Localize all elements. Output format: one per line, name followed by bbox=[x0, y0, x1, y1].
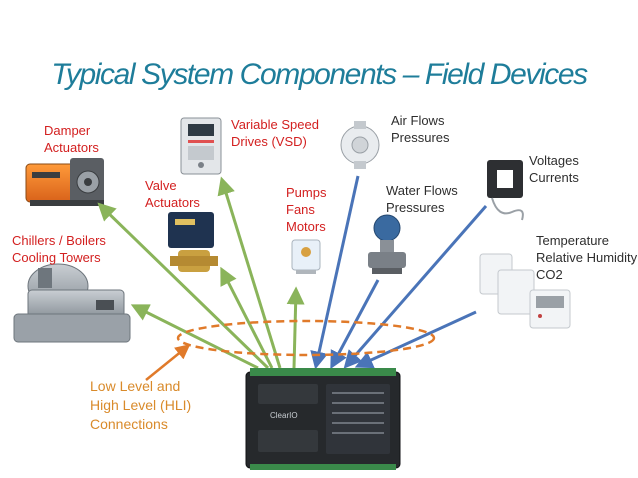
label-line: Fans bbox=[286, 202, 315, 217]
valve-actuator-image bbox=[168, 212, 218, 272]
label-damper-actuators: Damper Actuators bbox=[44, 122, 99, 156]
label-line: Temperature bbox=[536, 233, 609, 248]
vsd-image bbox=[180, 117, 222, 175]
label-line: Connections bbox=[90, 416, 168, 432]
label-temperature: Temperature Relative Humidity CO2 bbox=[536, 232, 637, 283]
label-line: High Level (HLI) bbox=[90, 397, 192, 413]
arrow-to-chillers bbox=[130, 304, 259, 370]
arrow-to-vsd bbox=[217, 176, 282, 369]
label-air-flows: Air Flows Pressures bbox=[391, 112, 450, 146]
arrow-to-pumps bbox=[286, 286, 305, 369]
arrow-from-air bbox=[310, 175, 360, 370]
controller-image: ClearIO bbox=[245, 368, 401, 470]
label-line: Air Flows bbox=[391, 113, 445, 128]
label-chillers: Chillers / Boilers Cooling Towers bbox=[12, 232, 106, 266]
label-pumps: Pumps Fans Motors bbox=[286, 184, 326, 235]
label-line: Pumps bbox=[286, 185, 327, 200]
label-voltages: Voltages Currents bbox=[529, 152, 579, 186]
arrow-from-voltage bbox=[343, 205, 488, 369]
label-water-flows: Water Flows Pressures bbox=[386, 182, 458, 216]
slide-title: Typical System Components – Field Device… bbox=[51, 58, 588, 91]
chiller-image bbox=[13, 263, 131, 343]
label-line: Currents bbox=[529, 170, 579, 185]
arrow-from-temperature bbox=[354, 310, 477, 369]
label-line: Pressures bbox=[391, 130, 450, 145]
label-line: Voltages bbox=[529, 153, 579, 168]
label-line: Actuators bbox=[145, 195, 200, 210]
connections-ellipse bbox=[176, 319, 436, 357]
label-vsd: Variable Speed Drives (VSD) bbox=[231, 116, 319, 150]
label-line: Valve bbox=[145, 178, 177, 193]
label-line: Chillers / Boilers bbox=[12, 233, 106, 248]
label-line: Pressures bbox=[386, 200, 445, 215]
current-sensor-image bbox=[487, 160, 524, 221]
label-line: Drives (VSD) bbox=[231, 134, 307, 149]
pressure-transmitter-image bbox=[368, 214, 406, 274]
damper-actuator-image bbox=[25, 158, 104, 206]
label-line: Water Flows bbox=[386, 183, 458, 198]
label-line: Motors bbox=[286, 219, 326, 234]
label-connections: Low Level and High Level (HLI) Connectio… bbox=[90, 377, 191, 434]
label-valve-actuators: Valve Actuators bbox=[145, 177, 200, 211]
label-line: Low Level and bbox=[90, 378, 181, 394]
label-line: Variable Speed bbox=[231, 117, 319, 132]
room-sensor-image bbox=[479, 253, 571, 329]
label-line: Damper bbox=[44, 123, 91, 138]
label-line: Actuators bbox=[44, 140, 99, 155]
arrow-to-damper bbox=[97, 202, 270, 370]
label-line: Relative Humidity bbox=[536, 250, 638, 265]
air-flow-sensor-image bbox=[340, 121, 380, 169]
controller-brand: ClearIO bbox=[270, 411, 298, 420]
label-line: Cooling Towers bbox=[12, 250, 101, 265]
label-line: CO2 bbox=[536, 267, 563, 282]
relay-image bbox=[291, 239, 321, 274]
arrow-to-valve bbox=[220, 266, 274, 369]
connections-arrow bbox=[145, 344, 191, 381]
